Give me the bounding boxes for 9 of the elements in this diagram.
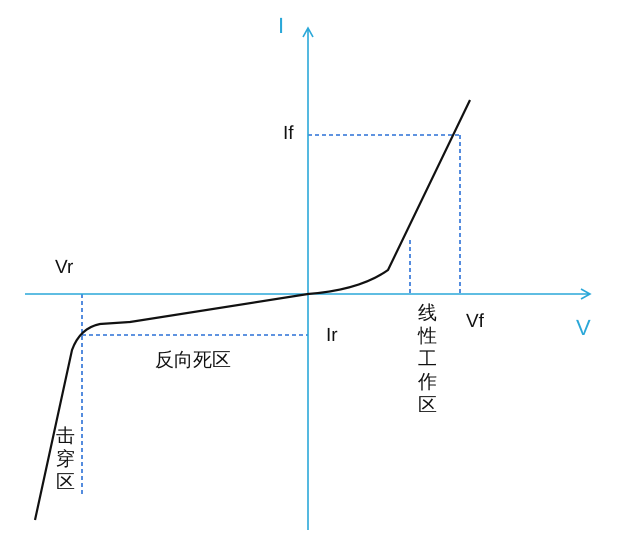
region-label: 线性工作区 — [418, 302, 438, 417]
region-label: 击穿区 — [56, 425, 76, 494]
region-label: 反向死区 — [155, 350, 231, 371]
axis-label: V — [576, 316, 591, 340]
axis-label: I — [278, 14, 284, 38]
value-label: Vf — [466, 312, 484, 333]
value-label: Ir — [326, 326, 338, 347]
value-label: Vr — [55, 258, 74, 279]
value-label: If — [283, 124, 294, 145]
